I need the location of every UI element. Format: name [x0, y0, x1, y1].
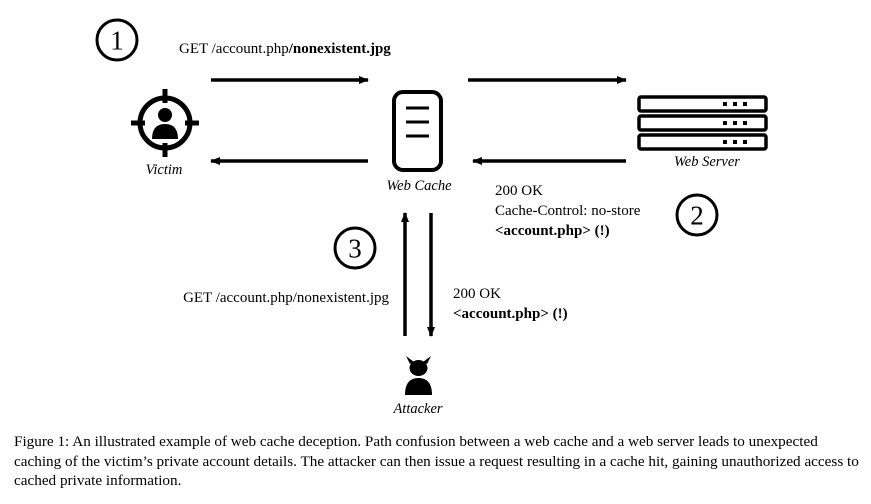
step-2-badge: 2 — [675, 193, 719, 237]
horned-person-icon — [405, 356, 432, 395]
server-rack-icon — [637, 95, 768, 151]
server-body-flag: (!) — [595, 223, 610, 239]
target-person-icon — [131, 89, 199, 157]
victim-request-suffix: /nonexistent.jpg — [288, 41, 392, 57]
step-3-badge: 3 — [333, 226, 377, 270]
step-2-number: 2 — [690, 201, 704, 231]
cache-status: 200 OK — [453, 286, 501, 302]
cache-body-flag: (!) — [553, 306, 568, 322]
document-icon — [392, 90, 443, 172]
cache-body-file: <account.php> — [453, 306, 549, 322]
server-status: 200 OK — [495, 183, 543, 199]
step-3-number: 3 — [348, 234, 362, 264]
server-body-file: <account.php> — [495, 223, 591, 239]
web-server-label: Web Server — [674, 154, 740, 170]
step-1-badge: 1 — [95, 18, 139, 62]
attacker-request-label: GET /account.php/nonexistent.jpg — [183, 290, 389, 306]
victim-request-path: GET /account.php — [179, 41, 289, 57]
victim-label: Victim — [146, 162, 183, 178]
diagram: 1 2 3 GET /account.php/nonexistent.jpg V… — [95, 18, 768, 417]
victim-request-label: GET /account.php/nonexistent.jpg — [179, 41, 391, 57]
server-body: <account.php> (!) — [495, 223, 610, 239]
web-cache-label: Web Cache — [386, 178, 452, 194]
step-1-number: 1 — [110, 26, 124, 56]
cache-body: <account.php> (!) — [453, 306, 568, 322]
server-cache-control: Cache-Control: no-store — [495, 203, 641, 219]
figure-caption: Figure 1: An illustrated example of web … — [14, 433, 859, 489]
attacker-label: Attacker — [392, 401, 442, 417]
